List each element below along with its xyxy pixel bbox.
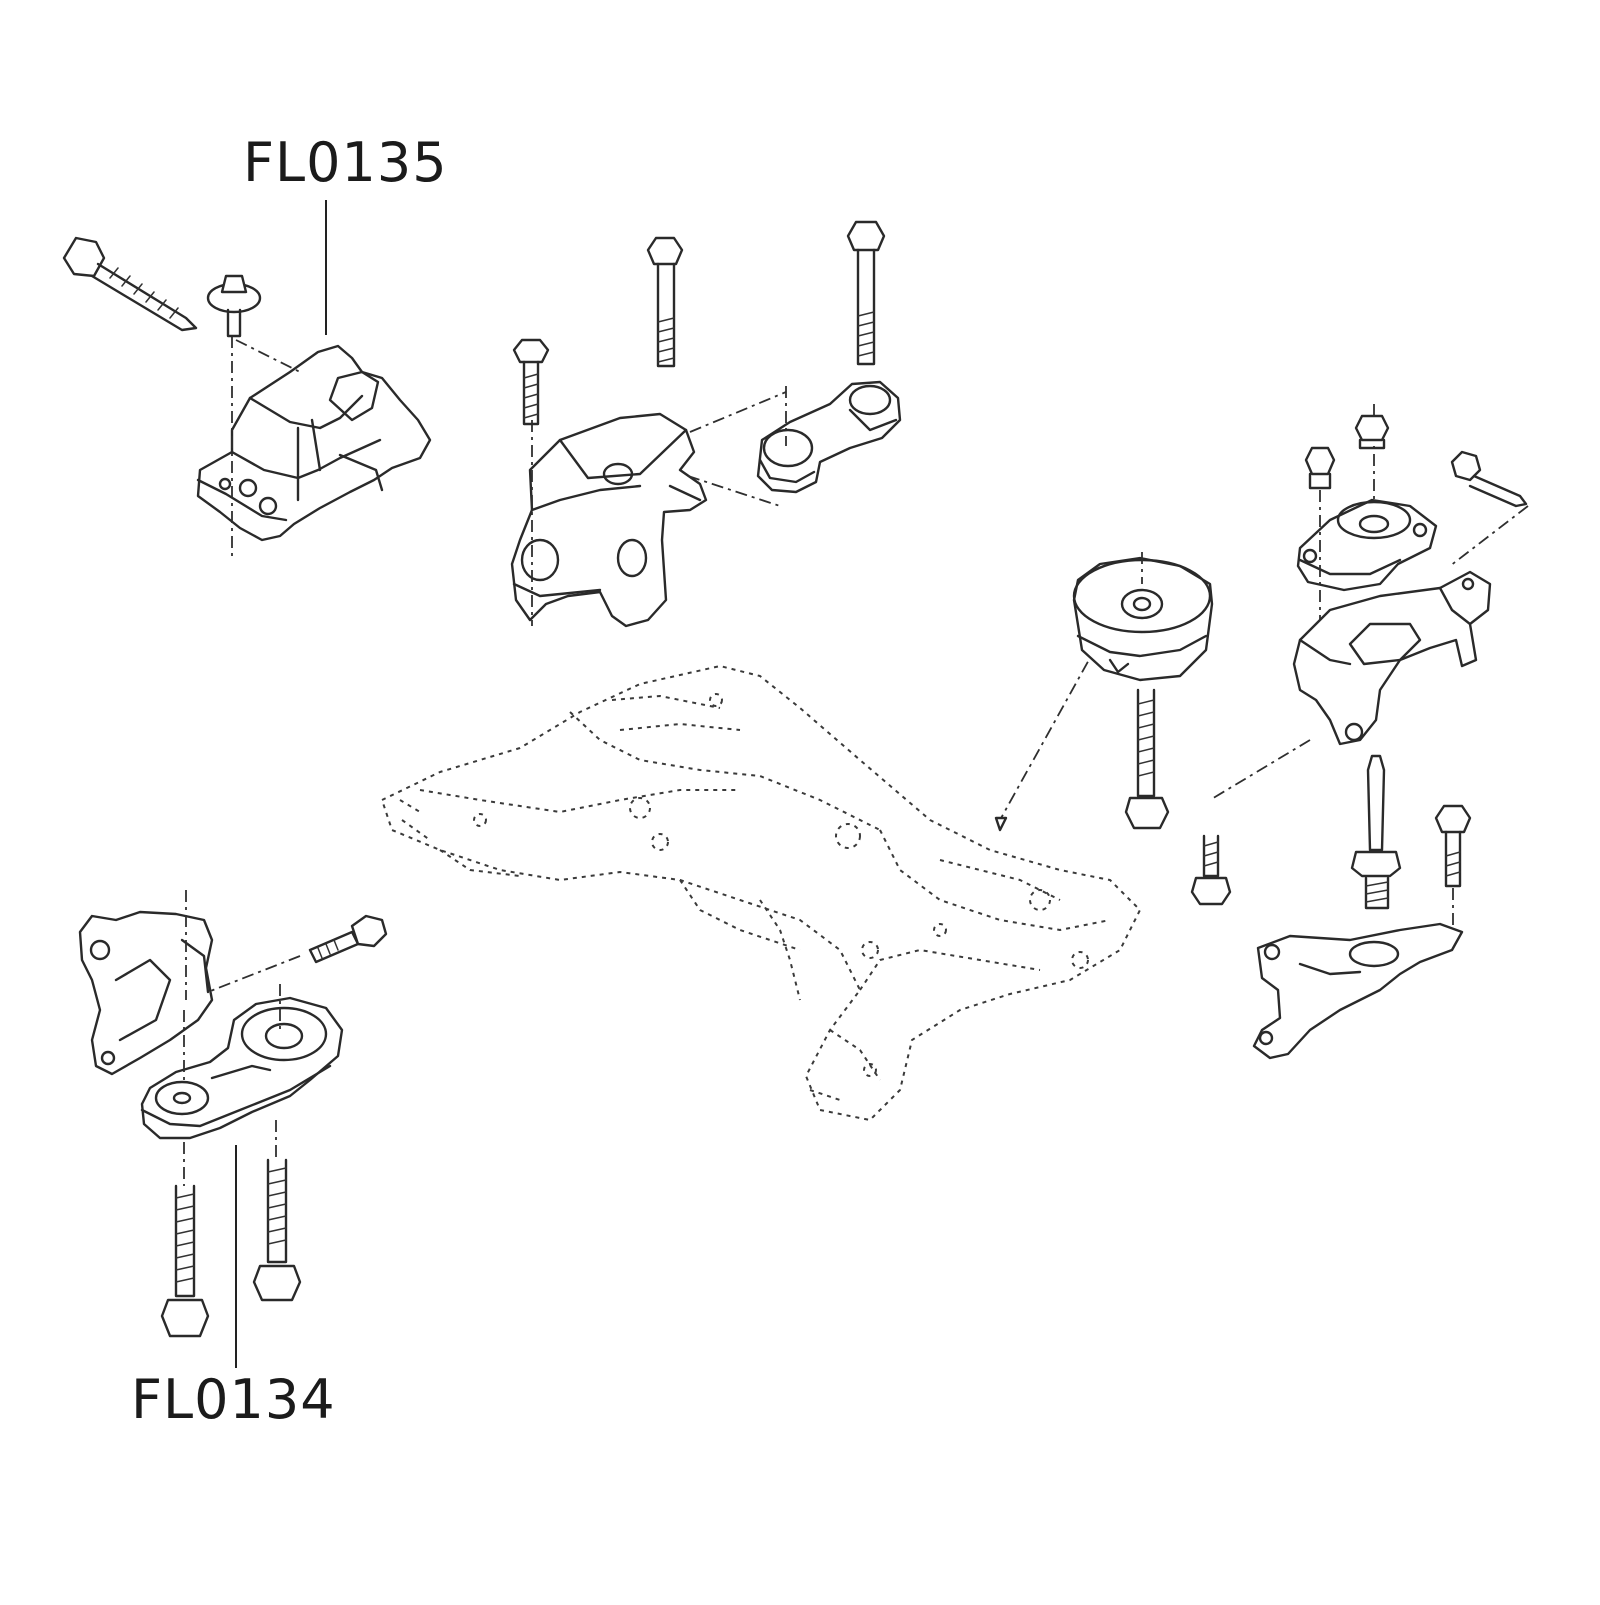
round-engine-mount — [1072, 552, 1214, 682]
washer-icon — [206, 274, 262, 338]
bolt-icon — [1449, 450, 1529, 567]
bolt-icon — [252, 1120, 302, 1302]
bolt-icon — [207, 914, 388, 993]
stud-icon — [1350, 754, 1402, 910]
engine-mount-fl0134 — [140, 984, 344, 1140]
bolt-icon — [512, 338, 550, 426]
part-number-label-top: FL0135 — [243, 131, 448, 194]
bolt-icon — [62, 236, 198, 332]
bolt-icon — [1190, 834, 1232, 906]
subframe-outline — [381, 639, 1141, 1121]
bolt-icon — [1124, 688, 1170, 830]
right-mount-bracket — [1209, 570, 1492, 801]
bolt-icon — [160, 1142, 210, 1338]
engine-mount-fl0135 — [196, 336, 432, 556]
nut-icon — [1304, 446, 1336, 690]
nut-icon — [1354, 414, 1390, 450]
right-engine-mount — [1296, 404, 1438, 592]
mount-bracket-lower-left — [78, 890, 214, 1076]
part-number-label-bottom: FL0134 — [131, 1368, 336, 1431]
mount-bracket-center — [510, 412, 708, 628]
bolt-icon — [846, 220, 886, 366]
bolt-icon — [646, 236, 684, 368]
bolt-icon — [1434, 804, 1472, 930]
torque-rod-mount — [687, 380, 902, 507]
lower-right-bracket — [1252, 922, 1464, 1060]
